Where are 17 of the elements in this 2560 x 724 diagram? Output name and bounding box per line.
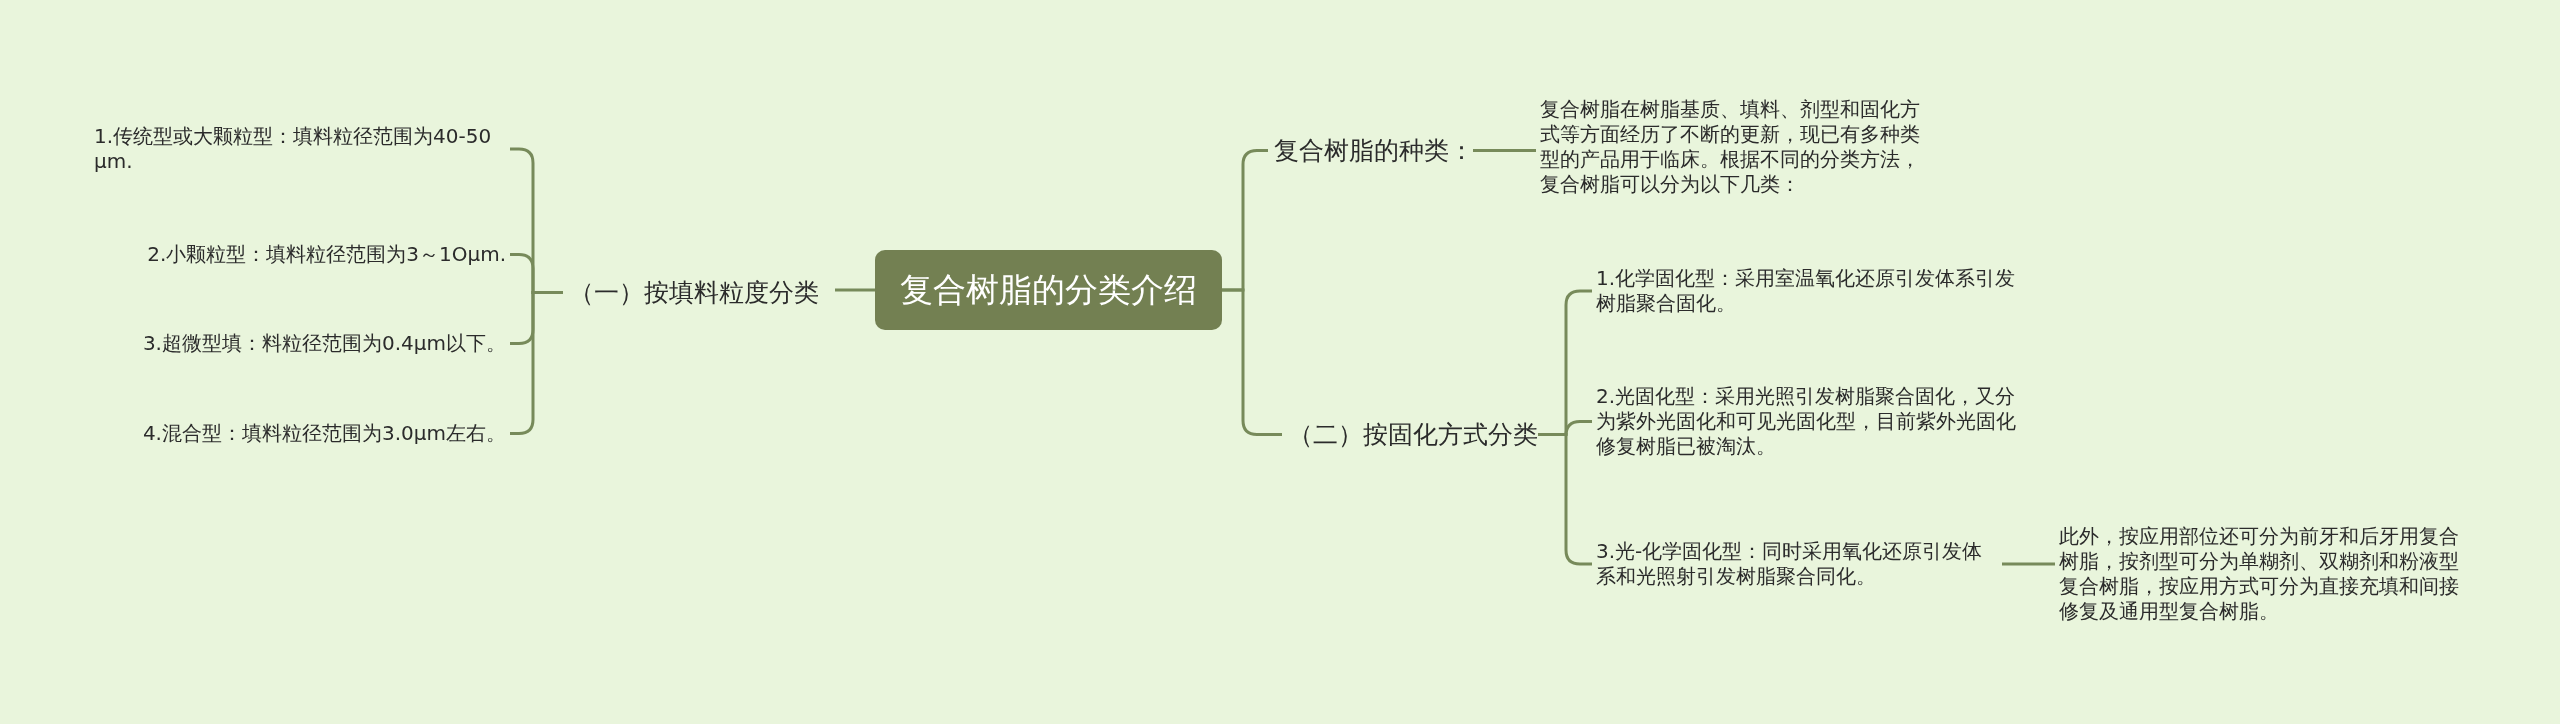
note-text: 复合树脂在树脂基质、填料、剂型和固化方式等方面经历了不断的更新，现已有多种类型的产品用于临床。根据不同的分类方法，复合树脂可以分为以下几类： [1536, 95, 1941, 199]
branch-topic: 复合树脂的种类： [1268, 130, 1473, 171]
note-text: 此外，按应用部位还可分为前牙和后牙用复合树脂，按剂型可分为单糊剂、双糊剂和粉液型复合树脂，按应用方式可分为直接充填和间接修复及通用型复合树脂。 [2055, 522, 2475, 626]
subtopic-text: 1.传统型或大颗粒型：填料粒径范围为40-50 µm. [90, 122, 510, 176]
branch-topic: （二）按固化方式分类 [1282, 414, 1538, 455]
subtopic-text: 2.光固化型：采用光照引发树脂聚合固化，又分为紫外光固化和可见光固化型，目前紫外光固化修复树脂已被淘汰。 [1592, 382, 2022, 461]
subtopic-text: 2.小颗粒型：填料粒径范围为3～1Oµm. [90, 240, 510, 269]
subtopic-text: 3.超微型填：料粒径范围为0.4µm以下。 [90, 329, 510, 358]
connector-line [1473, 149, 1536, 152]
subtopic-text: 4.混合型：填料粒径范围为3.0µm左右。 [90, 419, 510, 448]
subtopic-text: 3.光-化学固化型：同时采用氧化还原引发体系和光照射引发树脂聚合同化。 [1592, 537, 2002, 591]
branch-topic: （一）按填料粒度分类 [563, 272, 835, 313]
connector-line [2002, 562, 2055, 566]
central-topic-box: 复合树脂的分类介绍 [875, 250, 1222, 330]
connector-line [1222, 288, 1282, 436]
subtopic-text: 1.化学固化型：采用室温氧化还原引发体系引发树脂聚合固化。 [1592, 264, 2022, 318]
connector-line [835, 288, 875, 292]
